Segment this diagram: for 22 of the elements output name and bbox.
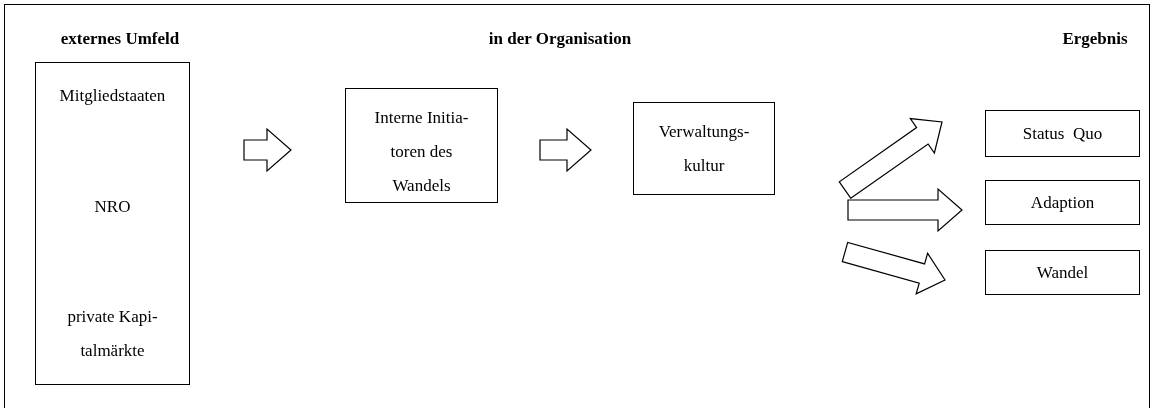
- block-arrow: [243, 127, 292, 173]
- column-heading: Ergebnis: [1061, 28, 1129, 50]
- block-arrow: [841, 241, 946, 295]
- block-arrow: [539, 127, 592, 173]
- process-box: [985, 180, 1140, 225]
- node-text: Status Quo: [1022, 122, 1103, 145]
- node-text: Mitgliedstaaten: [59, 85, 166, 107]
- node-text: Interne Initia- toren des Wandels: [373, 107, 470, 197]
- process-box: [985, 250, 1140, 295]
- process-box: [345, 88, 498, 203]
- node-text: NRO: [94, 195, 131, 218]
- node-text: Verwaltungs- kultur: [657, 121, 751, 177]
- block-arrow: [838, 117, 943, 200]
- block-arrow: [847, 187, 963, 233]
- column-heading: externes Umfeld: [59, 28, 181, 50]
- actor-box: [35, 62, 190, 385]
- node-text: Adaption: [1030, 191, 1095, 214]
- process-box: [633, 102, 775, 195]
- node-text: Wandel: [1036, 261, 1089, 284]
- node-text: private Kapi- talmärkte: [66, 306, 159, 362]
- process-box: [985, 110, 1140, 157]
- column-heading: in der Organisation: [487, 28, 633, 50]
